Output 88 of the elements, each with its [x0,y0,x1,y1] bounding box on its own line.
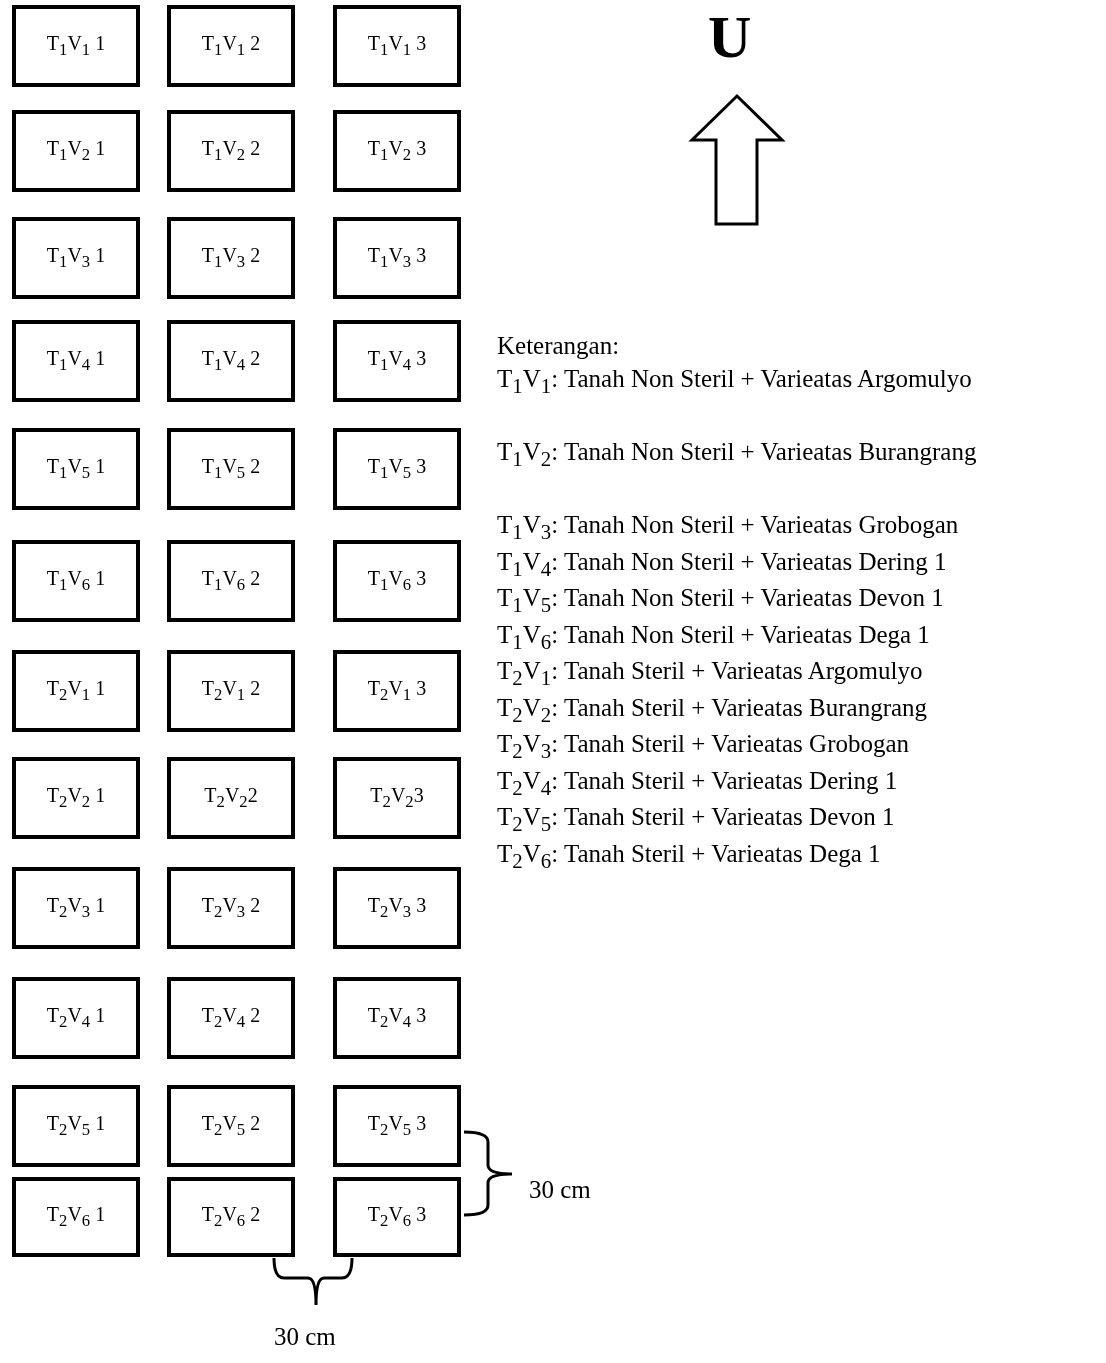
plot-label: T$_{2}$V$_{4}$ 1 [46,1004,106,1032]
plot-box [12,757,140,839]
legend-entry: T$_{1}$V$_{3}$: Tanah Non Steril + Varieatas Grobogan [497,510,959,546]
plot-label: T$_{2}$V$_{2}$3 [370,784,424,812]
plot-label: T$_{2}$V$_{3}$ 1 [46,894,106,922]
plot-box [333,757,461,839]
plot-box [167,1177,295,1257]
plot-label: T$_{1}$V$_{5}$ 1 [46,455,106,483]
plot-box [333,867,461,949]
legend-entry: T$_{1}$V$_{6}$: Tanah Non Steril + Varieatas Dega 1 [497,619,930,656]
plot-box [12,977,140,1059]
plot-box [333,320,461,402]
plot-label: T$_{2}$V$_{1}$ 2 [201,677,261,705]
legend-entry: T$_{1}$V$_{2}$: Tanah Non Steril + Varieatas Burangrang [497,437,978,473]
plot-label: T$_{1}$V$_{2}$ 1 [46,137,106,165]
dimension-label: 30 cm [274,1322,336,1352]
plot-label: T$_{2}$V$_{6}$ 2 [201,1203,261,1231]
plot-box [12,650,140,732]
plot-label: T$_{1}$V$_{1}$ 3 [367,32,427,60]
plot-label: T$_{2}$V$_{2}$2 [204,784,258,812]
plot-label: T$_{2}$V$_{2}$ 1 [46,784,106,812]
plot-label: T$_{1}$V$_{1}$ 1 [46,32,106,60]
plot-label: T$_{1}$V$_{6}$ 2 [201,567,261,595]
legend-heading: Keterangan: [497,331,620,361]
plot-box [333,1177,461,1257]
plot-box [12,428,140,510]
legend-entry: T$_{2}$V$_{1}$: Tanah Steril + Varieatas Argomulyo [497,656,923,692]
plot-box [167,977,295,1059]
legend-entry: T$_{2}$V$_{4}$: Tanah Steril + Varieatas Dering 1 [497,765,898,802]
plot-box [333,217,461,299]
plot-label: T$_{1}$V$_{6}$ 3 [367,567,427,595]
plot-box [167,5,295,87]
plot-label: T$_{2}$V$_{5}$ 2 [201,1112,261,1140]
plot-box [167,650,295,732]
plot-label: T$_{2}$V$_{3}$ 3 [367,894,427,922]
plot-box [167,428,295,510]
legend-entry: T$_{2}$V$_{3}$: Tanah Steril + Varieatas Grobogan [497,729,910,765]
plot-box [167,867,295,949]
plot-label: T$_{1}$V$_{4}$ 1 [46,347,106,375]
plot-box [167,540,295,622]
plot-box [167,1085,295,1167]
plot-box [333,977,461,1059]
plot-box [333,110,461,192]
legend-entry: T$_{2}$V$_{2}$: Tanah Steril + Varieatas Burangrang [497,692,928,729]
plot-label: T$_{2}$V$_{3}$ 2 [201,894,261,922]
plot-label: T$_{2}$V$_{4}$ 2 [201,1004,261,1032]
plot-label: T$_{2}$V$_{4}$ 3 [367,1004,427,1032]
plot-box [12,5,140,87]
plot-box [12,867,140,949]
plot-box [333,428,461,510]
plot-label: T$_{1}$V$_{5}$ 3 [367,455,427,483]
plot-label: T$_{2}$V$_{6}$ 3 [367,1203,427,1231]
plot-box [167,110,295,192]
plot-label: T$_{2}$V$_{1}$ 1 [46,677,106,705]
legend-entry: T$_{1}$V$_{1}$: Tanah Non Steril + Varieatas Argomulyo [497,364,973,400]
north-label: U [708,3,752,72]
plot-box [333,540,461,622]
plot-box [333,650,461,732]
legend-entry: T$_{1}$V$_{5}$: Tanah Non Steril + Varieatas Devon 1 [497,583,944,619]
plot-label: T$_{1}$V$_{1}$ 2 [201,32,261,60]
plot-label: T$_{1}$V$_{4}$ 2 [201,347,261,375]
plot-box [12,1085,140,1167]
plot-box [167,757,295,839]
plot-label: T$_{1}$V$_{3}$ 2 [201,244,261,272]
plot-box [12,110,140,192]
plot-box [333,1085,461,1167]
plot-label: T$_{1}$V$_{3}$ 1 [46,244,106,272]
plot-box [12,1177,140,1257]
plot-label: T$_{1}$V$_{5}$ 2 [201,455,261,483]
plot-box [333,5,461,87]
plot-label: T$_{1}$V$_{3}$ 3 [367,244,427,272]
dimension-label: 30 cm [529,1175,591,1205]
legend-entry: T$_{1}$V$_{4}$: Tanah Non Steril + Varieatas Dering 1 [497,546,947,583]
plot-label: T$_{1}$V$_{2}$ 2 [201,137,261,165]
plot-box [12,217,140,299]
plot-label: T$_{1}$V$_{2}$ 3 [367,137,427,165]
legend-entry: T$_{2}$V$_{5}$: Tanah Steril + Varieatas Devon 1 [497,802,895,838]
plot-box [12,540,140,622]
plot-label: T$_{1}$V$_{4}$ 3 [367,347,427,375]
plot-label: T$_{2}$V$_{5}$ 3 [367,1112,427,1140]
legend-entry: T$_{2}$V$_{6}$: Tanah Steril + Varieatas Dega 1 [497,838,881,875]
plot-box [12,320,140,402]
plot-label: T$_{2}$V$_{6}$ 1 [46,1203,106,1231]
plot-label: T$_{1}$V$_{6}$ 1 [46,567,106,595]
plot-label: T$_{2}$V$_{5}$ 1 [46,1112,106,1140]
plot-box [167,320,295,402]
plot-box [167,217,295,299]
plot-label: T$_{2}$V$_{1}$ 3 [367,677,427,705]
